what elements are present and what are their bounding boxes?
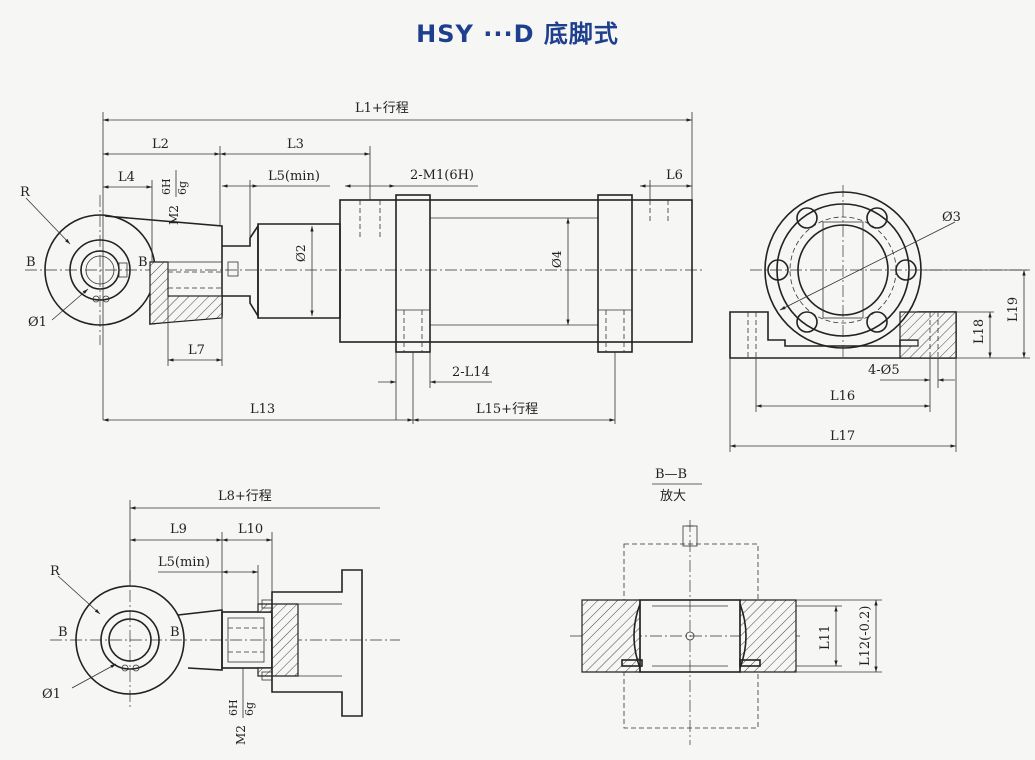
flange-bolt-hole xyxy=(895,259,917,281)
l9-label: L9 xyxy=(170,522,187,537)
m2-fit-bottom: 6g xyxy=(176,181,189,195)
b-right-label: B xyxy=(138,255,148,270)
hidden-outline-bottom xyxy=(623,671,759,729)
flange-bolt-hole xyxy=(866,207,888,229)
l14-label: 2-L14 xyxy=(452,365,490,380)
m1-label: 2-M1(6H) xyxy=(410,168,474,183)
circlip xyxy=(739,659,761,667)
thread-bore xyxy=(167,261,223,297)
l13-label: L13 xyxy=(250,402,275,417)
l5-label: L5(min) xyxy=(158,555,210,570)
lower-bearing xyxy=(108,618,152,662)
section-subtitle: 放大 xyxy=(660,489,686,504)
lower-b-left: B xyxy=(58,625,68,640)
front-foot-flange xyxy=(395,194,431,353)
hidden-outline-top xyxy=(623,543,759,601)
b-left-label: B xyxy=(26,255,36,270)
l8-label: L8+行程 xyxy=(218,489,272,504)
l3-label: L3 xyxy=(287,137,304,152)
rod-eye-section xyxy=(149,261,223,325)
circlip-hole xyxy=(132,664,140,672)
l19-label: L19 xyxy=(1006,297,1021,322)
lower-head-section xyxy=(257,603,299,677)
flange-inner xyxy=(776,203,910,337)
piston-rod xyxy=(222,223,259,319)
rod-thread-end xyxy=(227,261,239,277)
l10-label: L10 xyxy=(238,522,263,537)
l18-label: L18 xyxy=(972,319,987,344)
rod-eye-profile xyxy=(822,221,864,319)
lower-m2-fit-bottom: 6g xyxy=(243,702,256,716)
section-hatch-left xyxy=(581,599,641,673)
lower-r-label: R xyxy=(50,564,61,579)
lube-hole xyxy=(685,631,695,641)
cylinder-barrel xyxy=(339,199,693,343)
flange-bolt-hole xyxy=(767,259,789,281)
main-view: Ø2 Ø4 L1+行程 L2 L3 L4 M2 6H 6g xyxy=(20,101,705,424)
m2-label: M2 xyxy=(167,205,181,225)
section-title: B—B xyxy=(655,467,687,482)
l17-label: L17 xyxy=(830,429,855,444)
lower-b-right: B xyxy=(170,625,180,640)
lube-slot xyxy=(118,262,128,278)
rear-foot-flange xyxy=(597,194,633,353)
lower-m2-fit-top: 6H xyxy=(227,699,240,716)
bearing-block xyxy=(639,599,741,673)
l4-label: L4 xyxy=(118,170,135,185)
l5-label: L5(min) xyxy=(268,169,320,184)
l16-label: L16 xyxy=(830,389,855,404)
lower-d1-label: Ø1 xyxy=(42,687,61,702)
l6-label: L6 xyxy=(666,168,683,183)
section-hatch-right xyxy=(739,599,797,673)
lower-eye-bore xyxy=(100,610,160,670)
l7-label: L7 xyxy=(188,343,205,358)
l11-label: L11 xyxy=(818,625,833,650)
bearing-curve-right xyxy=(739,603,747,669)
d1-label: Ø1 xyxy=(28,315,47,330)
d1-leader xyxy=(71,663,117,689)
bearing-curve-left xyxy=(633,603,641,669)
circlip-hole xyxy=(121,664,129,672)
d4-label: Ø4 xyxy=(550,250,564,268)
l12-label: L12(-0.2) xyxy=(858,606,873,666)
side-view: Ø3 L19 L18 4-Ø5 L16 L17 xyxy=(729,185,1030,452)
l15-label: L15+行程 xyxy=(476,402,538,417)
flange-bolt-hole xyxy=(796,207,818,229)
d3-label: Ø3 xyxy=(942,210,961,225)
lower-m2-label: M2 xyxy=(234,725,248,745)
circlip-hole xyxy=(92,295,100,303)
cylinder-head xyxy=(257,223,341,319)
r-leader xyxy=(25,197,71,245)
lower-cylinder-head xyxy=(271,569,363,717)
m2-fit-top: 6H xyxy=(160,178,173,195)
d1-leader xyxy=(51,288,89,321)
flange-bolt-hole xyxy=(796,311,818,333)
l1-label: L1+行程 xyxy=(355,101,409,116)
d2-label: Ø2 xyxy=(294,245,308,262)
lower-view: L8+行程 L9 L10 L5(min) R B B Ø1 M2 6H 6g xyxy=(42,489,400,745)
d3-leader xyxy=(779,221,956,311)
l2-label: L2 xyxy=(152,137,169,152)
d5-label: 4-Ø5 xyxy=(868,363,900,378)
lower-thread xyxy=(227,617,265,663)
drawing-title: HSY ···D 底脚式 xyxy=(416,20,619,48)
r-leader xyxy=(57,575,101,615)
r-label: R xyxy=(20,185,31,200)
flange-bolt-hole xyxy=(866,311,888,333)
circlip xyxy=(621,659,643,667)
barrel-circle xyxy=(797,224,889,316)
foot-base-section xyxy=(899,311,957,359)
section-view: B—B 放大 L11 xyxy=(570,467,882,745)
lower-eye-outer xyxy=(75,585,185,695)
